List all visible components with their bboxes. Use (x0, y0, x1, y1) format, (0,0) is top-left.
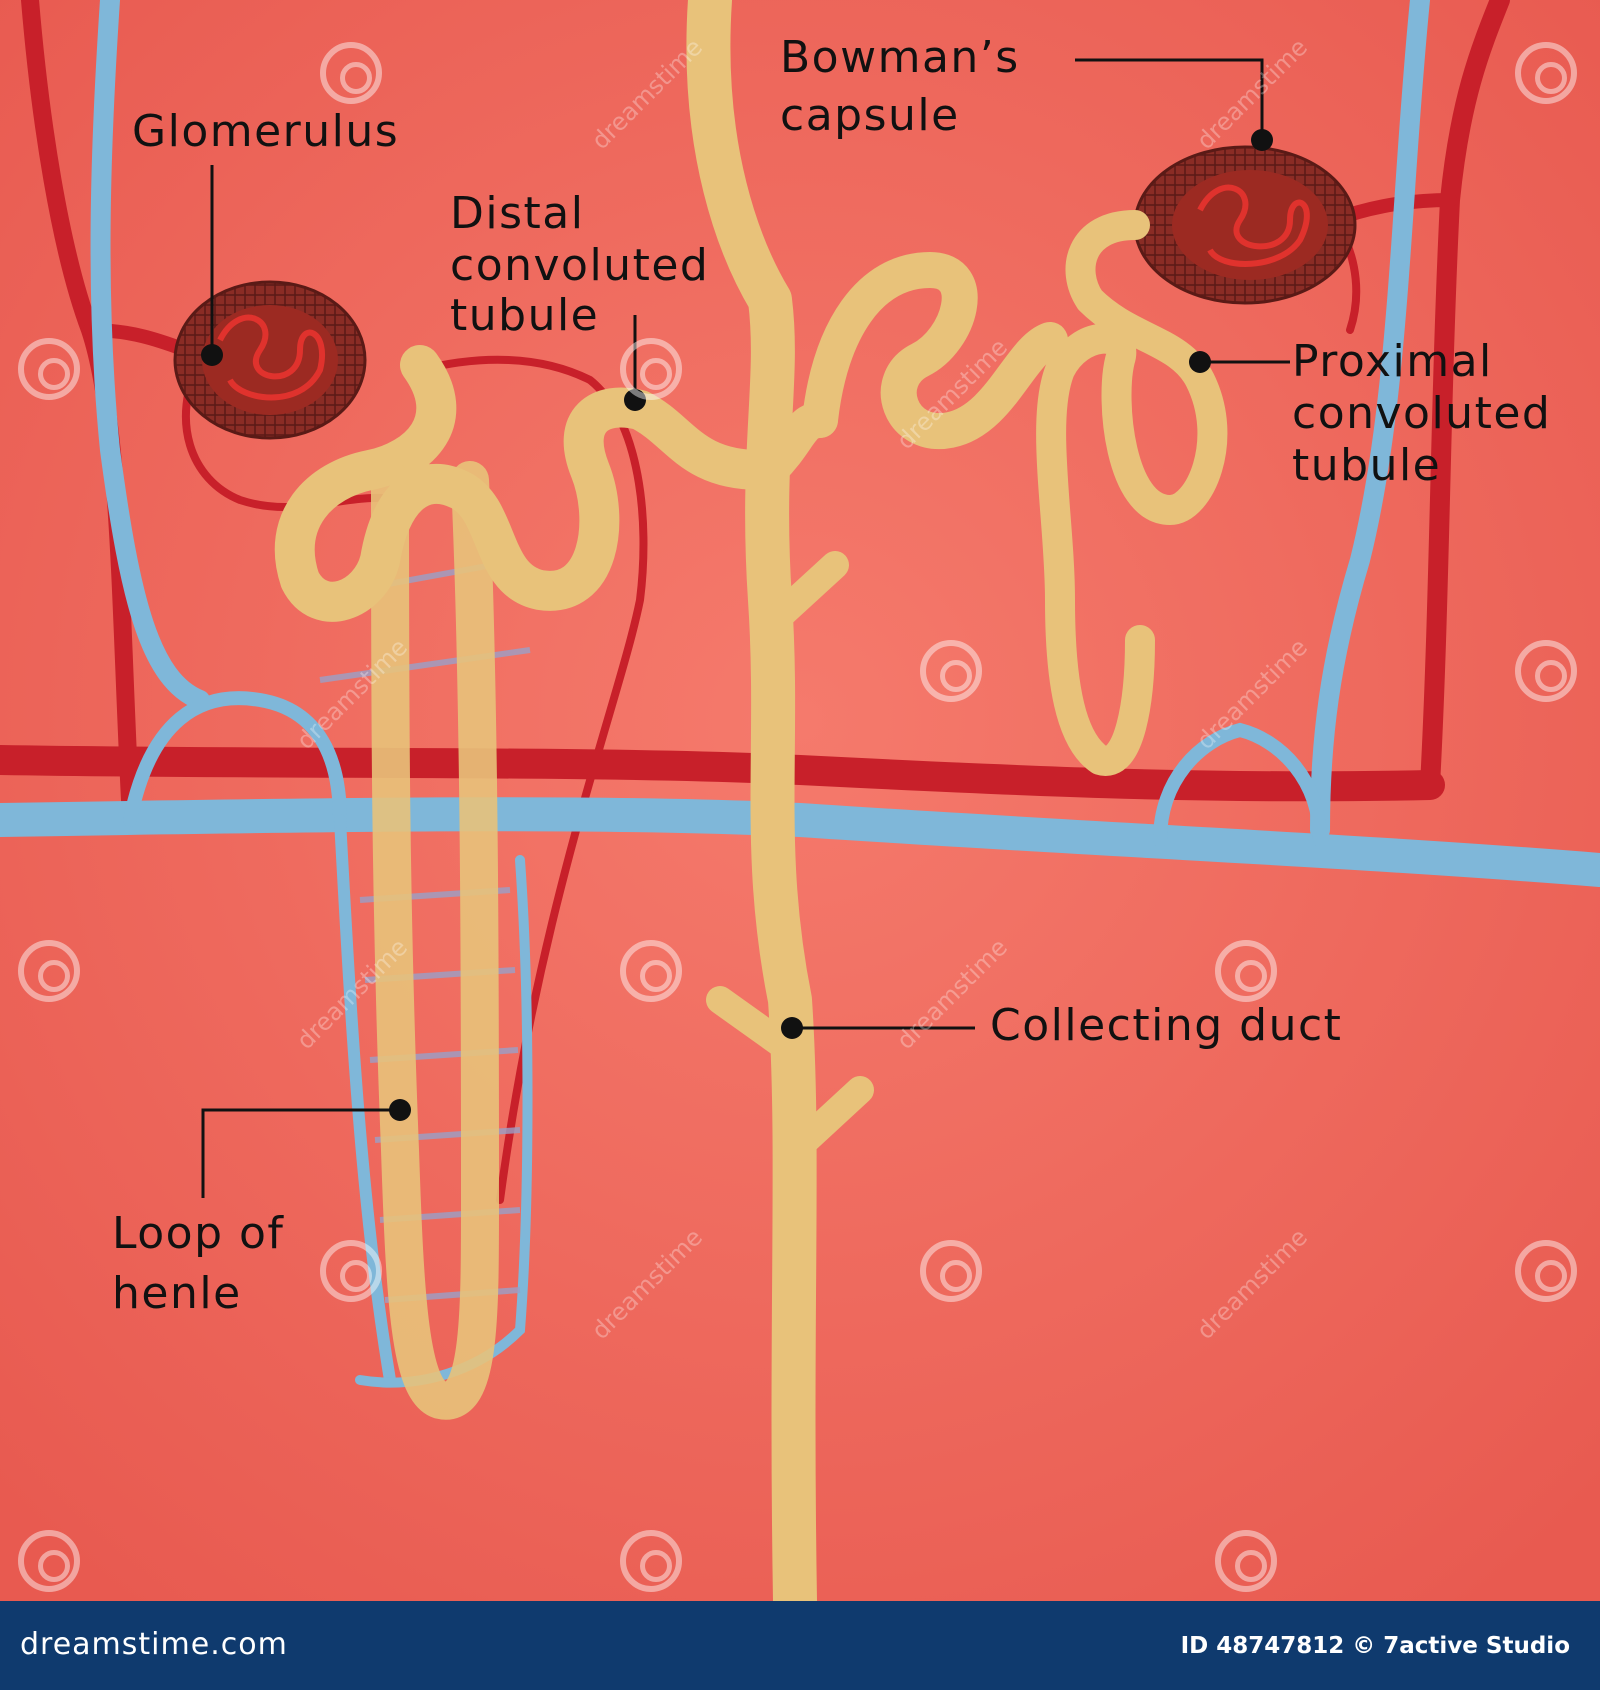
label-loop-line1: Loop of (112, 1208, 285, 1259)
watermark-logo-icon (1515, 1240, 1577, 1302)
dot-loop (389, 1099, 411, 1121)
label-proximal-line2: convoluted (1292, 388, 1552, 439)
label-bowman-line1: Bowman’s (780, 32, 1020, 83)
watermark-logo-icon (18, 1530, 80, 1592)
leader-bowman (1075, 58, 1264, 140)
tubule-system (274, 0, 1228, 1601)
footer-bar: dreamstime.com ID 48747812 © 7active Stu… (0, 1601, 1600, 1690)
label-proximal-line3: tubule (1292, 440, 1442, 491)
proximal-tubule-path (1036, 210, 1228, 776)
dot-proximal (1189, 351, 1211, 373)
vein-network (0, 0, 1600, 1388)
watermark-logo-icon (1215, 940, 1277, 1002)
label-bowman-line2: capsule (780, 90, 960, 141)
watermark-logo-icon (320, 42, 382, 104)
watermark-logo-icon (620, 940, 682, 1002)
loop-of-henle-path (371, 461, 499, 1420)
dot-collecting (781, 1017, 803, 1039)
label-collecting-duct: Collecting duct (990, 1000, 1343, 1051)
footer-site-link[interactable]: dreamstime.com (20, 1627, 288, 1662)
watermark-logo-icon (920, 1240, 982, 1302)
nephron-illustration (0, 0, 1600, 1601)
watermark-logo-icon (1515, 42, 1577, 104)
dot-bowman (1251, 129, 1273, 151)
watermark-logo-icon (1515, 640, 1577, 702)
leader-loop (201, 1108, 400, 1198)
left-bowman-capsule (173, 280, 367, 440)
leader-dots (201, 129, 1273, 1121)
footer-credit: ID 48747812 © 7active Studio (1180, 1633, 1570, 1659)
watermark-logo-icon (620, 1530, 682, 1592)
watermark-logo-icon (920, 640, 982, 702)
collecting-duct-path (686, 0, 817, 1601)
label-glomerulus: Glomerulus (132, 106, 400, 157)
watermark-logo-icon (320, 1240, 382, 1302)
label-proximal-line1: Proximal (1292, 336, 1493, 387)
watermark-logo-icon (1215, 1530, 1277, 1592)
label-loop-line2: henle (112, 1268, 242, 1319)
dot-glomerulus (201, 344, 223, 366)
watermark-logo-icon (18, 338, 80, 400)
label-distal-line2: convoluted (450, 240, 710, 291)
right-bowman-capsule (1133, 145, 1357, 305)
label-distal-line3: tubule (450, 290, 600, 341)
watermark-logo-icon (18, 940, 80, 1002)
label-distal-line1: Distal (450, 188, 585, 239)
watermark-logo-icon (620, 338, 682, 400)
